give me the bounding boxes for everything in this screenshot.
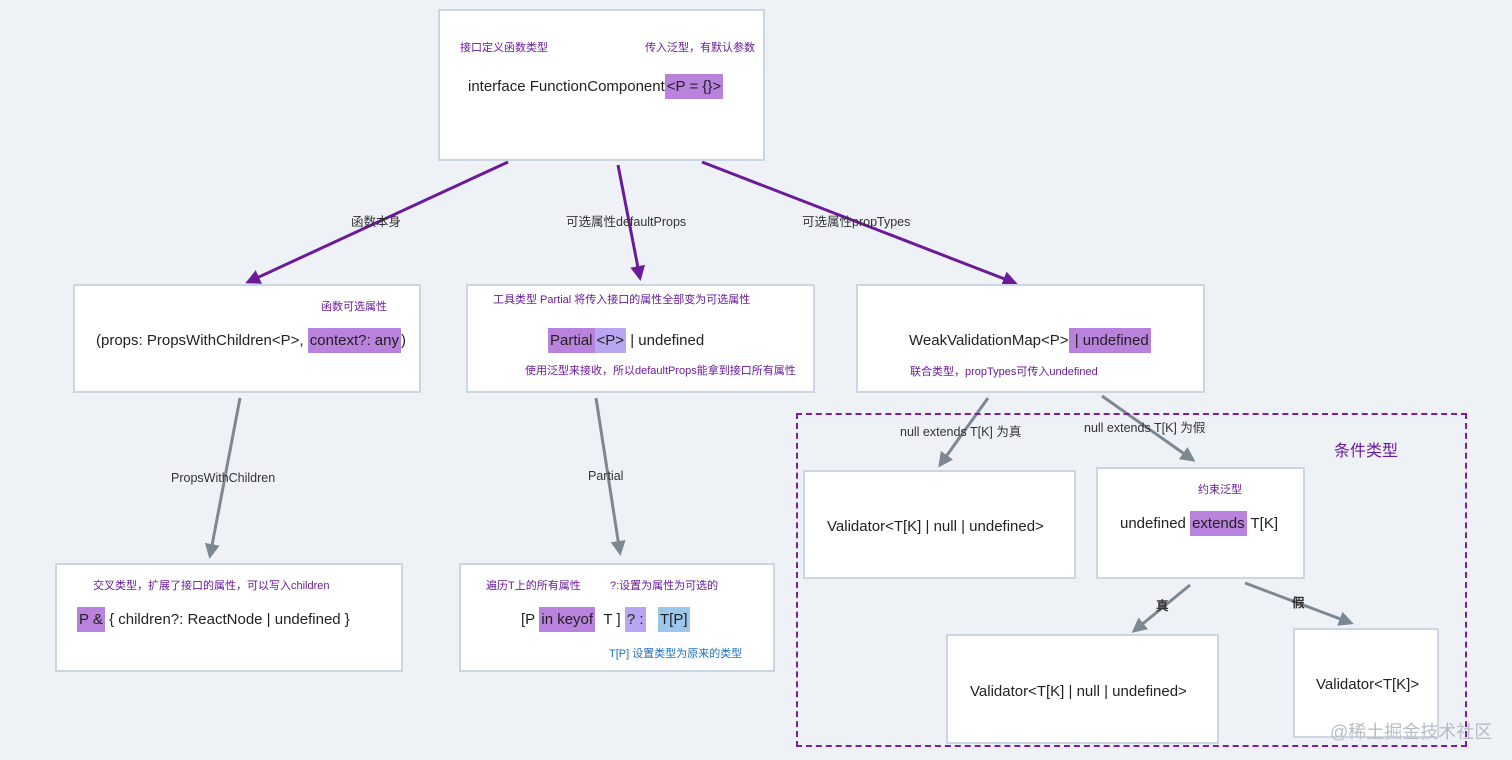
edge-true-branch: [1131, 583, 1191, 633]
edge-label-props-with-children: PropsWithChildren: [171, 471, 276, 485]
root-code-generic: <P = {}>: [664, 74, 724, 99]
watermark: @稀土掘金技术社区: [1330, 722, 1493, 742]
partial-note-top: 工具类型 Partial 将传入接口的属性全部变为可选属性: [493, 294, 751, 306]
node-partial: 工具类型 Partial 将传入接口的属性全部变为可选属性 Partial<P>…: [466, 284, 815, 393]
edge-label-partial: Partial: [588, 469, 624, 483]
mapped-code-inkeyof: in keyof: [539, 607, 596, 632]
edge-null-false: [1101, 394, 1196, 462]
node-validator-false: Validator<T[K]>: [1293, 628, 1439, 738]
validator-b-code: Validator<T[K] | null | undefined>: [970, 683, 1187, 700]
weak-code-undefined: | undefined: [1068, 328, 1151, 353]
edge-label-null-false: null extends T[K] 为假: [1084, 421, 1206, 435]
weak-code: WeakValidationMap<P> | undefined: [909, 328, 1151, 353]
edge-label-true-branch: 真: [1156, 599, 1169, 613]
children-note: 交叉类型，扩展了接口的属性，可以写入children: [93, 580, 330, 592]
validator-c-code: Validator<T[K]>: [1316, 676, 1420, 693]
node-extends-constraint: 约束泛型 undefined extends T[K]: [1096, 467, 1305, 579]
partial-code-rest: | undefined: [626, 332, 705, 349]
mapped-note-bottom: T[P] 设置类型为原来的类型: [609, 648, 743, 660]
constraint-code: undefined extends T[K]: [1120, 511, 1279, 536]
partial-code-generic: <P>: [594, 328, 627, 353]
edge-label-false-branch: 假: [1292, 596, 1305, 610]
mapped-note-right: ?:设置为属性为可选的: [610, 580, 719, 592]
edge-null-true: [938, 397, 990, 468]
node-props-with-children: 交叉类型，扩展了接口的属性，可以写入children P & { childre…: [55, 563, 403, 672]
node-validator-null-undefined: Validator<T[K] | null | undefined>: [803, 470, 1076, 579]
constraint-code-extends: extends: [1190, 511, 1247, 536]
conditional-type-label: 条件类型: [1334, 443, 1399, 460]
node-validator-true: Validator<T[K] | null | undefined>: [946, 634, 1219, 744]
constraint-note: 约束泛型: [1198, 484, 1242, 496]
node-props: 函数可选属性 (props: PropsWithChildren<P>, con…: [73, 284, 421, 393]
children-code-rest: { children?: ReactNode | undefined }: [104, 611, 350, 628]
root-code-main: interface FunctionComponent: [468, 78, 665, 95]
constraint-code-main: undefined: [1120, 515, 1191, 532]
props-note: 函数可选属性: [321, 301, 387, 313]
root-note-left: 接口定义函数类型: [460, 42, 548, 54]
mapped-code-p: [P: [521, 611, 536, 628]
props-code-main: (props: PropsWithChildren<P>,: [96, 332, 308, 349]
weak-note: 联合类型，propTypes可传入undefined: [910, 366, 1098, 378]
children-code-p: P &: [77, 607, 105, 632]
edge-label-fn-body: 函数本身: [351, 215, 402, 229]
conditional-type-group: [796, 413, 1467, 747]
weak-code-main: WeakValidationMap<P>: [909, 332, 1069, 349]
edge-props-with-children: [204, 397, 242, 559]
node-function-component: 接口定义函数类型 传入泛型，有默认参数 interface FunctionCo…: [438, 9, 765, 161]
edge-default-props: [616, 164, 646, 281]
constraint-code-end: T[K]: [1246, 515, 1279, 532]
props-code-end: ): [401, 332, 406, 349]
root-note-right: 传入泛型，有默认参数: [645, 42, 755, 54]
edge-fn-body: [245, 160, 509, 284]
mapped-note-left: 遍历T上的所有属性: [486, 580, 581, 592]
partial-note-bottom: 使用泛型来接收，所以defaultProps能拿到接口所有属性: [525, 365, 796, 377]
edge-label-default-props: 可选属性defaultProps: [566, 215, 687, 229]
node-weak-validation-map: WeakValidationMap<P> | undefined 联合类型，pr…: [856, 284, 1205, 393]
node-mapped-type: 遍历T上的所有属性 ?:设置为属性为可选的 [P in keyof T ] ? …: [459, 563, 775, 672]
mapped-code-tp: T[P]: [658, 607, 690, 632]
props-code: (props: PropsWithChildren<P>, context?: …: [96, 328, 406, 353]
partial-code-partial: Partial: [548, 328, 595, 353]
edge-partial: [594, 397, 626, 556]
mapped-code-t: T ]: [603, 611, 621, 628]
children-code: P & { children?: ReactNode | undefined }: [77, 607, 350, 632]
props-code-context: context?: any: [307, 328, 401, 353]
root-code: interface FunctionComponent<P = {}>: [468, 74, 724, 99]
validator-a-code: Validator<T[K] | null | undefined>: [827, 518, 1044, 535]
edge-prop-types: [701, 160, 1018, 286]
edge-false-branch: [1244, 581, 1354, 626]
edge-label-prop-types: 可选属性propTypes: [802, 215, 911, 229]
edge-label-null-true: null extends T[K] 为真: [900, 425, 1022, 439]
partial-code: Partial<P> | undefined: [548, 328, 705, 353]
mapped-code-optional: ? :: [624, 607, 646, 632]
mapped-code: [P in keyof T ] ? : T[P]: [521, 607, 690, 632]
